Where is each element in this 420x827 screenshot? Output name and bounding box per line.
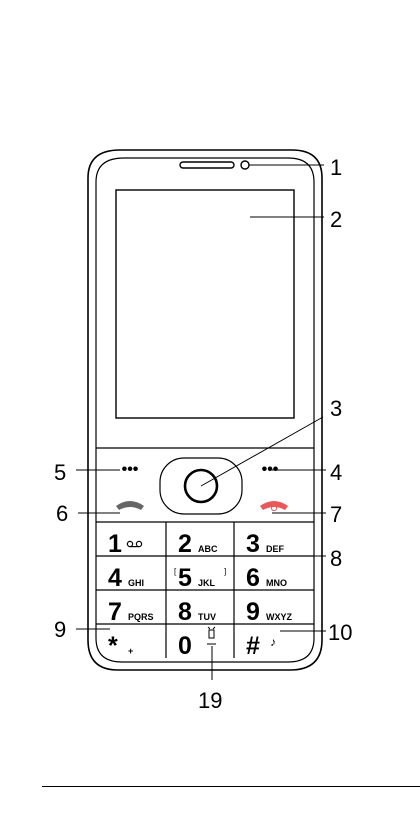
key-3-letters: DEF	[266, 544, 285, 554]
callout-1: 1	[330, 155, 342, 180]
screen	[116, 190, 294, 418]
key-*-letters: +	[128, 646, 133, 656]
earpiece	[180, 162, 234, 168]
key-3-digit[interactable]: 3	[246, 530, 260, 558]
callout-8: 8	[330, 546, 342, 571]
key-#-digit[interactable]: #	[246, 632, 260, 660]
key-*-digit[interactable]: *	[108, 632, 118, 660]
key-4-digit[interactable]: 4	[108, 564, 122, 592]
key-5-letters: JKL	[198, 578, 216, 588]
key-2-digit[interactable]: 2	[178, 530, 192, 558]
key-5-digit[interactable]: 5	[178, 564, 192, 592]
callout-4: 4	[330, 460, 342, 485]
key-2-letters: ABC	[198, 544, 218, 554]
key-4-letters: GHI	[128, 578, 144, 588]
callout-19: 19	[198, 688, 222, 713]
callout-10: 10	[328, 620, 352, 645]
callout-2: 2	[330, 207, 342, 232]
footer-rule	[42, 786, 420, 787]
key-9-digit[interactable]: 9	[246, 598, 260, 626]
key-7-letters: PQRS	[128, 612, 154, 622]
key5-left-bracket: [	[174, 567, 177, 576]
callout-5: 5	[54, 460, 66, 485]
call-key[interactable]	[116, 501, 144, 510]
end-key[interactable]	[260, 501, 288, 511]
handset-icon	[116, 501, 144, 510]
flashlight-icon	[207, 627, 216, 644]
key-6-digit[interactable]: 6	[246, 564, 260, 592]
phone-body	[88, 150, 322, 670]
key-8-digit[interactable]: 8	[178, 598, 192, 626]
front-camera	[241, 161, 249, 169]
callout-7: 7	[330, 502, 342, 527]
key-8-letters: TUV	[198, 612, 216, 622]
callout-6: 6	[56, 501, 68, 526]
voicemail-icon	[127, 541, 141, 546]
key-0-digit[interactable]: 0	[178, 632, 192, 660]
key-9-letters: WXYZ	[266, 612, 293, 622]
key-1-digit[interactable]: 1	[108, 530, 122, 558]
callout-9: 9	[54, 617, 66, 642]
key-6-letters: MNO	[266, 578, 287, 588]
callout-3: 3	[330, 396, 342, 421]
key-7-digit[interactable]: 7	[108, 598, 122, 626]
key5-right-bracket: ]	[224, 567, 226, 576]
left-soft-key[interactable]: •••	[122, 461, 139, 478]
music-note-icon: ♪	[270, 635, 276, 649]
